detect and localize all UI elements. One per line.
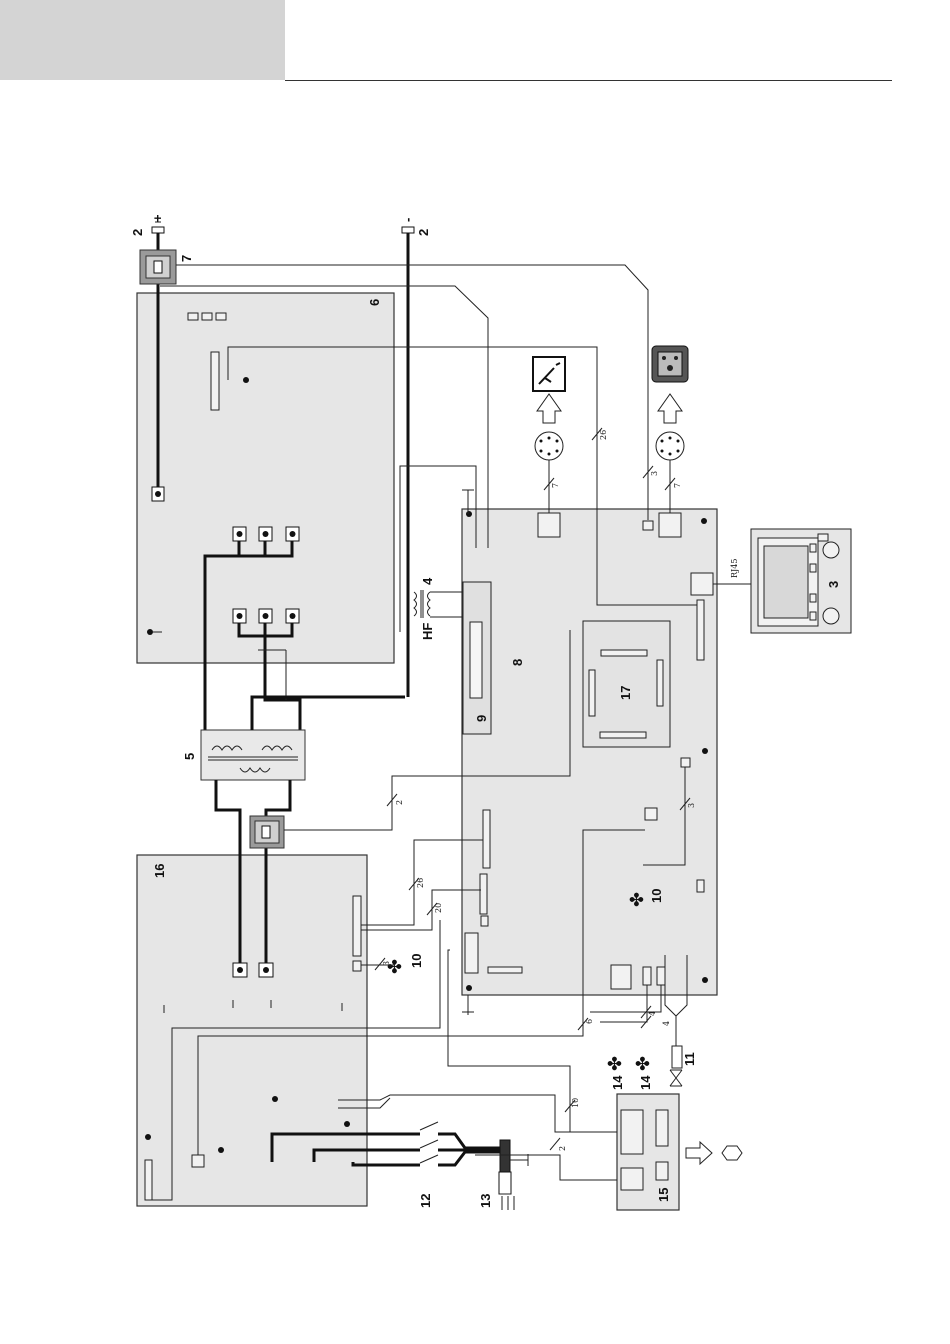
primary-board-label: 16 [152,864,167,878]
svg-text:7: 7 [551,483,560,488]
svg-text:6: 6 [585,1019,594,1024]
transformer: 5 [182,730,305,780]
panel-label: 3 [826,581,841,588]
svg-text:3: 3 [687,803,696,808]
svg-text:✤: ✤ [627,892,648,907]
neg-terminal-sign: - [400,218,415,222]
remote-connector [652,346,688,513]
front-panel: 3 [751,529,851,633]
rj45-label: RJ45 [730,559,739,578]
torch-connector [533,357,565,513]
cooling-unit-label: 15 [656,1188,671,1202]
svg-text:26: 26 [599,430,608,440]
hf-unit-label: 4 [420,577,435,585]
microcontroller-label: 17 [618,686,633,700]
pos-terminal-num: 2 [130,229,145,236]
svg-text:4: 4 [662,1021,671,1026]
hf-label: HF [420,623,435,640]
valve-label: 11 [682,1052,697,1066]
output-socket: 7 [140,250,194,284]
svg-text:✤: ✤ [633,1056,654,1071]
fan-a-label: 10 [649,889,664,903]
power-board-label: 6 [367,299,382,306]
display-board: 9 [463,582,491,734]
svg-text:✤: ✤ [605,1056,626,1071]
plug-label: 13 [478,1194,493,1208]
fan-c-label: 14 [610,1075,625,1090]
svg-text:3: 3 [382,961,391,966]
svg-text:2: 2 [558,1146,567,1151]
fan-b-label: 10 [409,954,424,968]
power-board [137,293,394,663]
neg-terminal-num: 2 [416,229,431,236]
switch-label: 12 [418,1194,433,1208]
pos-terminal-sign: + [150,214,165,222]
control-board [462,509,717,995]
svg-text:4: 4 [648,1011,657,1016]
primary-socket [250,816,284,848]
svg-text:20: 20 [434,903,443,913]
control-board-label: 8 [510,659,525,666]
svg-text:7: 7 [673,483,682,488]
svg-text:26: 26 [416,878,425,888]
svg-text:3: 3 [650,471,659,476]
fan-d-label: 14 [638,1075,653,1090]
fan-14-left: ✤ 14 [605,1056,626,1090]
svg-text:2: 2 [395,800,404,805]
transformer-label: 5 [182,753,197,760]
remote-control-icon [652,346,688,382]
display-board-label: 9 [474,715,489,722]
valve: 11 [670,1046,697,1086]
power-connector-strip [211,352,219,410]
microcontroller: 17 [583,621,670,747]
svg-text:10: 10 [571,1098,580,1108]
coolant-arrow-icon [686,1142,712,1164]
coolant-icon [722,1146,742,1160]
socket-label: 7 [179,255,194,262]
fan-14-right: ✤ 14 [633,1056,654,1090]
